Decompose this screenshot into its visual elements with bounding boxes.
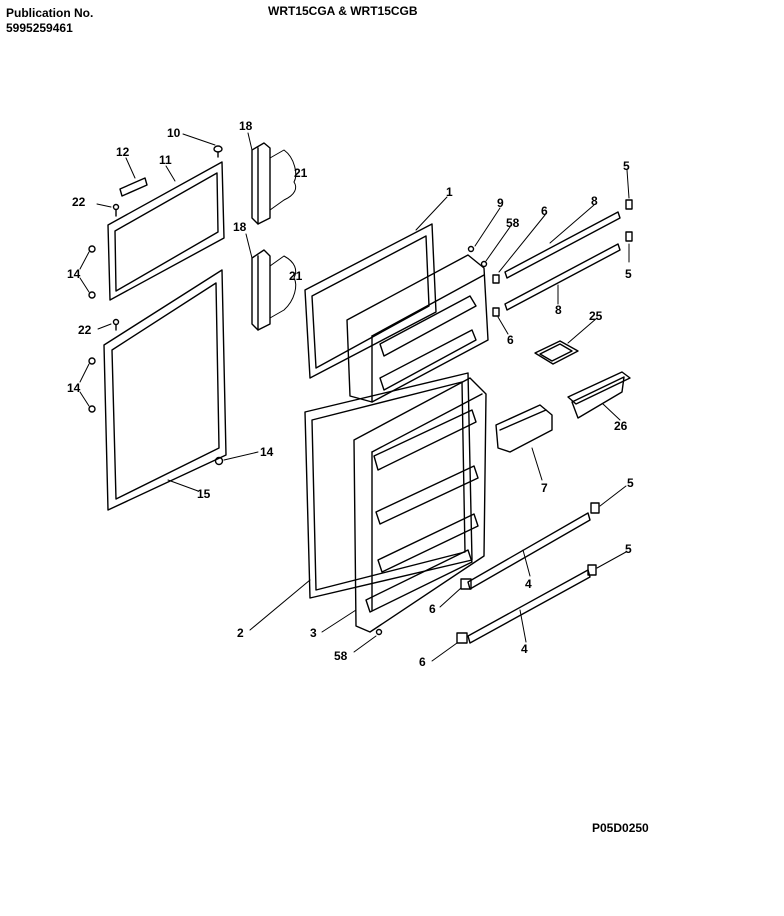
callout-15: 15 — [197, 487, 211, 501]
rail-part-8-upper — [504, 211, 621, 279]
bar-part-4-lower — [467, 569, 591, 644]
screw-part-58-upper — [480, 260, 488, 268]
callout-6-upper: 6 — [541, 204, 548, 218]
fresh-food-gasket-part-15 — [103, 269, 227, 511]
callout-14-upper: 14 — [67, 267, 81, 281]
callout-18-upper: 18 — [239, 119, 253, 133]
cap-part-5-a — [625, 199, 633, 210]
callout-6-bottom: 6 — [419, 655, 426, 669]
callout-26: 26 — [614, 419, 628, 433]
tray-part-25 — [534, 340, 579, 365]
clip-part-6-d — [456, 632, 468, 644]
plug-part-14-a — [88, 245, 96, 253]
hinge-bracket-part-18-lower — [251, 249, 271, 331]
plug-part-14-c — [88, 357, 96, 365]
callout-21-upper: 21 — [294, 166, 308, 180]
callout-7: 7 — [541, 481, 548, 495]
fresh-food-door-part-2 — [304, 372, 473, 599]
callout-25: 25 — [589, 309, 603, 323]
plug-part-14-b — [88, 291, 96, 299]
clip-part-6-b — [492, 307, 500, 317]
cap-part-5-b — [625, 231, 633, 242]
callout-5-second: 5 — [625, 267, 632, 281]
screw-part-22-upper — [112, 203, 120, 217]
callout-1: 1 — [446, 185, 453, 199]
callout-8-upper: 8 — [591, 194, 598, 208]
screw-part-9 — [467, 245, 475, 253]
publication-number: 5995259461 — [6, 21, 73, 35]
leader-lines — [79, 132, 630, 662]
publication-label: Publication No. — [6, 6, 94, 20]
callout-8-lower: 8 — [555, 303, 562, 317]
model-numbers: WRT15CGA & WRT15CGB — [268, 4, 418, 18]
callout-12: 12 — [116, 145, 130, 159]
callout-18-lower: 18 — [233, 220, 247, 234]
callout-6-second: 6 — [507, 333, 514, 347]
strip-part-12 — [119, 177, 148, 197]
screw-part-58-lower — [375, 628, 383, 636]
hinge-bracket-part-18-upper — [251, 142, 271, 225]
callout-5-bottom: 5 — [625, 542, 632, 556]
callout-6-third: 6 — [429, 602, 436, 616]
plug-part-14-d — [88, 405, 96, 413]
callout-labels: 10 12 11 22 14 22 14 14 15 18 18 21 21 1… — [67, 119, 634, 669]
callout-58-lower: 58 — [334, 649, 348, 663]
callout-4-upper: 4 — [525, 577, 532, 591]
callout-14-lower: 14 — [67, 381, 81, 395]
rail-part-8-lower — [504, 243, 621, 311]
freezer-gasket-part-11 — [107, 161, 225, 301]
callout-58-upper: 58 — [506, 216, 520, 230]
screw-part-10 — [213, 145, 223, 158]
bin-part-26 — [567, 371, 631, 419]
callout-9: 9 — [497, 196, 504, 210]
freezer-door-part-1 — [304, 223, 437, 379]
diagram-code: P05D0250 — [592, 821, 649, 835]
clip-part-6-a — [492, 274, 500, 284]
freezer-door-liner — [346, 254, 489, 403]
callout-2: 2 — [237, 626, 244, 640]
callout-10: 10 — [167, 126, 181, 140]
callout-11: 11 — [159, 153, 172, 167]
screw-part-22-lower — [112, 318, 120, 331]
callout-22-lower: 22 — [78, 323, 92, 337]
callout-14-right: 14 — [260, 445, 274, 459]
callout-22-upper: 22 — [72, 195, 86, 209]
bar-part-4-upper — [467, 512, 591, 590]
fresh-food-door-liner-part-3 — [353, 377, 487, 633]
callout-5-third: 5 — [627, 476, 634, 490]
callout-21-lower: 21 — [289, 269, 303, 283]
callout-4-lower: 4 — [521, 642, 528, 656]
callout-3: 3 — [310, 626, 317, 640]
dairy-door-part-7 — [495, 404, 553, 453]
clip-part-6-c — [460, 578, 472, 590]
callout-5-top: 5 — [623, 159, 630, 173]
cap-part-5-c — [590, 502, 600, 514]
